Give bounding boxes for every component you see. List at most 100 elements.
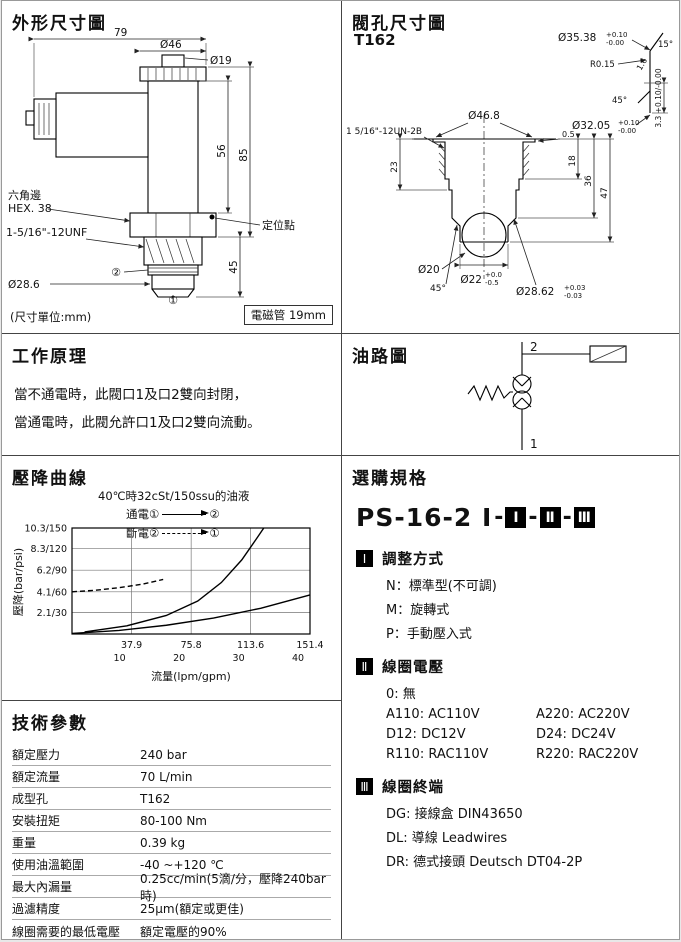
dim-d2862-tol-up: +0.03	[564, 284, 585, 292]
chart-x-axis-label: 流量(lpm/gpm)	[151, 669, 231, 683]
chart-y-axis-label: 壓降(bar/psi)	[11, 548, 25, 616]
solid-line-arrow-icon	[162, 510, 210, 516]
bore-section	[412, 115, 556, 279]
dim-85-label: 85	[238, 148, 250, 161]
hex-body	[129, 212, 217, 238]
principle-text: 當不通電時，此閥口1及口2雙向封閉， 當通電時，此閥允許口1及口2雙向流動。	[14, 381, 341, 437]
model-separator-3: -	[562, 505, 572, 530]
series-curve-2	[71, 594, 311, 635]
unit-note: (尺寸單位:mm)	[10, 310, 92, 324]
port-1-marker: ①	[168, 294, 178, 305]
dim-d20: Ø20	[418, 252, 466, 276]
dim-36: 36	[518, 133, 598, 219]
cartridge-nose	[147, 264, 199, 298]
dim-23: 23	[390, 133, 447, 191]
panel-hydraulic-circuit: 油路圖 2 1	[342, 334, 679, 456]
dim-d468-label: Ø46.8	[468, 110, 500, 122]
spec-key: 線圈需要的最低電壓	[12, 924, 121, 939]
spec-key: 過濾精度	[12, 902, 61, 916]
hex-label-1: 六角邊	[8, 188, 41, 202]
x-tick-gpm: 40	[292, 653, 304, 664]
dim-d22-label: Ø22	[460, 274, 482, 286]
option-item: DL: 導線 Leadwires	[386, 831, 508, 846]
tube-length-note: 電磁管 19mm	[243, 305, 333, 325]
cavity-drawing: T162 Ø35.38 +0.10 -0.00 15° R0.15 1.6 45…	[346, 31, 673, 300]
spec-key: 重量	[12, 836, 37, 850]
option-item: N：標準型(不可調)	[386, 579, 497, 594]
panel-title-principle: 工作原理	[12, 347, 88, 367]
cavity-model-label: T162	[354, 31, 396, 49]
panel-title-ordering: 選購規格	[352, 469, 428, 489]
spec-key: 安裝扭矩	[12, 814, 61, 828]
circuit-port-2-label: 2	[530, 340, 538, 354]
dim-05: 0.5	[537, 130, 575, 143]
locating-point-label: 定位點	[262, 218, 295, 232]
dim-33-label: 3.3 +0.10/-0.00	[654, 68, 663, 127]
option-item: A220: AC220V	[536, 707, 630, 722]
section-2-badge: Ⅱ	[356, 658, 373, 675]
y-tick: 10.3/150	[25, 524, 68, 535]
locating-dot	[209, 214, 215, 220]
option-item: A110: AC110V	[386, 707, 480, 722]
dim-23-label: 23	[390, 161, 400, 172]
option-item: D12: DC12V	[386, 727, 466, 742]
section-3-badge: Ⅲ	[356, 778, 373, 795]
dim-d22: Ø22 +0.0 -0.5	[454, 244, 509, 287]
solenoid-tube	[139, 54, 207, 214]
y-tick: 2.1/30	[37, 608, 67, 619]
spec-value: T162	[140, 791, 171, 806]
angle-15-label: 15°	[658, 40, 673, 50]
spec-value: 額定電壓的90%	[140, 924, 227, 939]
voltage-options-grid: A110: AC110V A220: AC220V D12: DC12V D24…	[386, 707, 679, 762]
option-item: R110: RAC110V	[386, 747, 489, 762]
dim-dia19: Ø19	[184, 55, 232, 67]
spec-value: 240 bar	[140, 747, 187, 762]
model-code-box-3: Ⅲ	[573, 507, 595, 528]
spec-key: 使用油溫範圍	[12, 858, 85, 872]
panel-title-outline: 外形尺寸圖	[12, 14, 107, 34]
section-2-head: Ⅱ 線圈電壓	[356, 656, 679, 677]
dim-d22-tol-up: +0.0	[485, 271, 502, 279]
dim-47-label: 47	[600, 187, 610, 198]
port-2-label: ②	[111, 266, 121, 279]
section-1-head: Ⅰ 調整方式	[356, 548, 679, 569]
model-code-box-2: Ⅱ	[539, 507, 561, 528]
dim-d2862-tol-dn: -0.03	[564, 292, 582, 300]
option-item: P：手動壓入式	[386, 627, 472, 642]
model-separator-1: -	[494, 505, 504, 530]
x-tick-gpm: 30	[233, 653, 245, 664]
table-row: 線圈需要的最低電壓 額定電壓的90%	[12, 920, 331, 939]
dim-dia286: Ø28.6	[8, 279, 150, 291]
spec-key: 額定流量	[12, 770, 61, 784]
dim-18-label: 18	[568, 155, 578, 167]
panel-title-specs: 技術參數	[12, 714, 88, 734]
hex-callout: 六角邊 HEX. 38	[8, 188, 131, 223]
angle-45-bottom: 45°	[430, 224, 459, 294]
panel-cavity-dimensions: 閥孔尺寸圖 T162 Ø35.38 +0.10 -0.00 15° R0.15 …	[342, 1, 679, 334]
spec-value: 0.39 kg	[140, 835, 186, 850]
principle-line-2: 當通電時，此閥允許口1及口2雙向流動。	[14, 415, 261, 431]
dim-45-label: 45	[228, 260, 240, 273]
panel-title-cavity: 閥孔尺寸圖	[352, 14, 447, 34]
dim-79-label: 79	[114, 27, 127, 39]
x-tick-lpm: 75.8	[181, 640, 202, 651]
model-prefix: PS-16-2 I	[356, 503, 493, 532]
panel-title-circuit: 油路圖	[352, 347, 409, 367]
thread-label: 1-5/16"-12UNF	[6, 226, 87, 239]
angle-45-bottom-label: 45°	[430, 284, 446, 294]
ordering-section-adjustment: Ⅰ 調整方式 N：標準型(不可調) M：旋轉式 P：手動壓入式	[356, 548, 679, 642]
principle-line-1: 當不通電時，此閥口1及口2雙向封閉，	[14, 387, 248, 403]
pressure-drop-chart: 壓降(bar/psi) 流量(lpm/gpm) 37.91075.820113.…	[11, 524, 324, 684]
circuit-diagram: 2 1	[467, 340, 627, 451]
option-item: M：旋轉式	[386, 603, 450, 618]
x-tick-gpm: 20	[173, 653, 185, 664]
outline-drawing: 79 Ø46 Ø19	[6, 27, 295, 305]
dim-d468: Ø46.8	[435, 110, 533, 138]
dim-d1-label: Ø35.38	[558, 32, 596, 44]
